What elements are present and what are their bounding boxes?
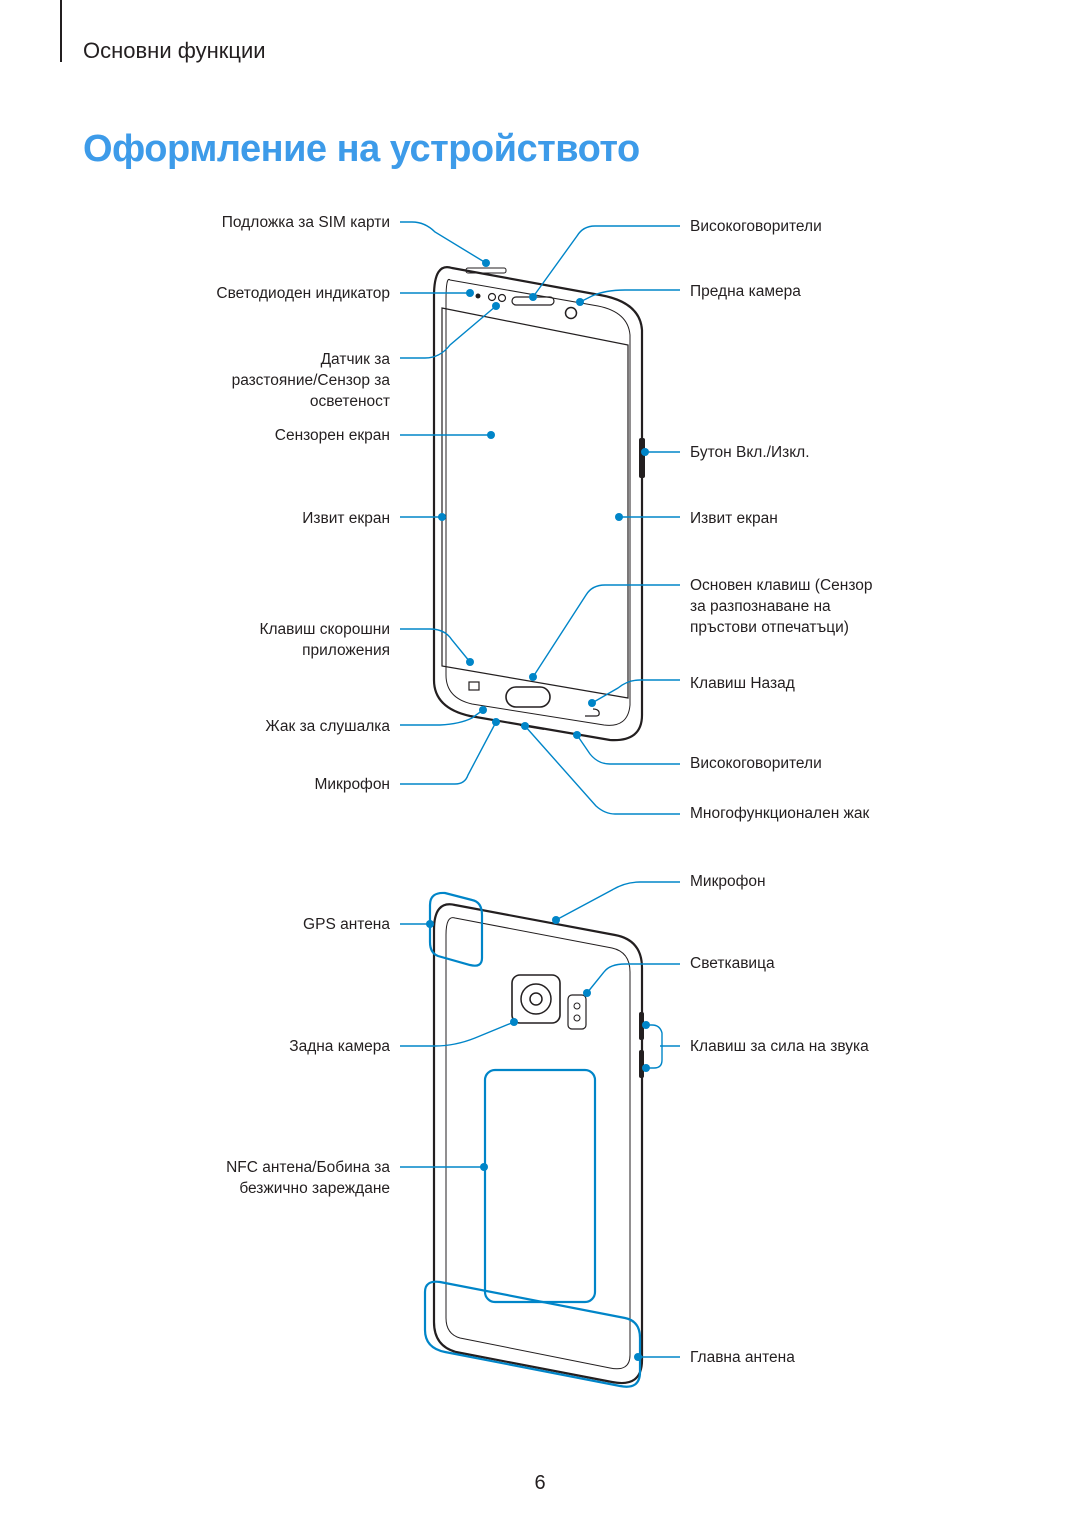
- label-earphone-jack: Жак за слушалка: [265, 718, 390, 735]
- rear-camera-lens-outer: [520, 983, 552, 1015]
- volume-down-shape: [639, 1050, 644, 1078]
- sensor-ring-1: [487, 292, 497, 302]
- label-microphone-bottom: Микрофон: [314, 776, 390, 793]
- label-edge-screen-right: Извит екран: [690, 510, 778, 527]
- label-front-camera: Предна камера: [690, 283, 801, 300]
- sim-tray-shape: [465, 267, 507, 274]
- flash-led-1: [573, 1002, 581, 1010]
- back-key-shape: [585, 708, 600, 717]
- recent-key-shape: [468, 681, 480, 691]
- front-inner-edge: [445, 278, 631, 726]
- callout-lines: [400, 221, 680, 1358]
- label-nfc-antenna: NFC антена/Бобина за безжично зареждане: [226, 1159, 390, 1197]
- label-touchscreen: Сензорен екран: [274, 427, 390, 444]
- main-antenna-outline: [423, 1280, 642, 1388]
- label-edge-screen-left: Извит екран: [302, 510, 390, 527]
- flash-led-2: [573, 1014, 581, 1022]
- power-button-shape: [639, 438, 645, 478]
- label-multipurpose-jack: Многофункционален жак: [690, 805, 870, 822]
- home-key-shape: [505, 686, 551, 708]
- page-number: 6: [534, 1472, 546, 1494]
- label-gps-antenna: GPS антена: [303, 916, 390, 933]
- nfc-antenna-outline: [483, 1068, 597, 1304]
- label-power-key: Бутон Вкл./Изкл.: [690, 444, 810, 461]
- rear-camera-lens-inner: [529, 992, 543, 1006]
- label-rear-camera: Задна камера: [289, 1038, 390, 1055]
- sensor-ring-2: [497, 293, 507, 303]
- label-microphone-top: Микрофон: [690, 873, 766, 890]
- front-outer-body: [432, 266, 644, 742]
- label-proximity-sensor: Датчик за разстояние/Сензор за осветенос…: [231, 351, 390, 410]
- volume-up-shape: [639, 1012, 644, 1040]
- antenna-outlines: [423, 891, 642, 1388]
- back-device-illustration: [432, 903, 644, 1385]
- back-inner-edge: [445, 917, 631, 1370]
- led-dot: [475, 293, 481, 299]
- back-outer-body: [432, 903, 644, 1385]
- rear-camera-housing: [511, 974, 561, 1024]
- front-camera-lens: [564, 306, 578, 320]
- label-flash: Светкавица: [690, 955, 775, 972]
- front-device-illustration: [432, 266, 645, 742]
- label-speaker-bottom: Високоговорители: [690, 755, 822, 772]
- label-main-antenna: Главна антена: [690, 1349, 795, 1366]
- label-volume-key: Клавиш за сила на звука: [690, 1038, 869, 1055]
- label-home-key: Основен клавиш (Сензор за разпознаване н…: [690, 577, 873, 636]
- label-speaker-top: Високоговорители: [690, 218, 822, 235]
- front-screen: [441, 307, 629, 699]
- label-recent-apps-key: Клавиш скорошни приложения: [259, 621, 390, 659]
- page-title: Оформление на устройството: [83, 128, 640, 170]
- callout-dots: [426, 259, 650, 1361]
- label-sim-tray: Подложка за SIM карти: [221, 214, 390, 231]
- section-rule: [60, 0, 62, 62]
- label-led-indicator: Светодиоден индикатор: [216, 285, 390, 302]
- gps-antenna-outline: [428, 891, 484, 967]
- section-name: Основни функции: [83, 38, 266, 63]
- label-back-key: Клавиш Назад: [690, 675, 795, 692]
- flash-module: [567, 994, 587, 1030]
